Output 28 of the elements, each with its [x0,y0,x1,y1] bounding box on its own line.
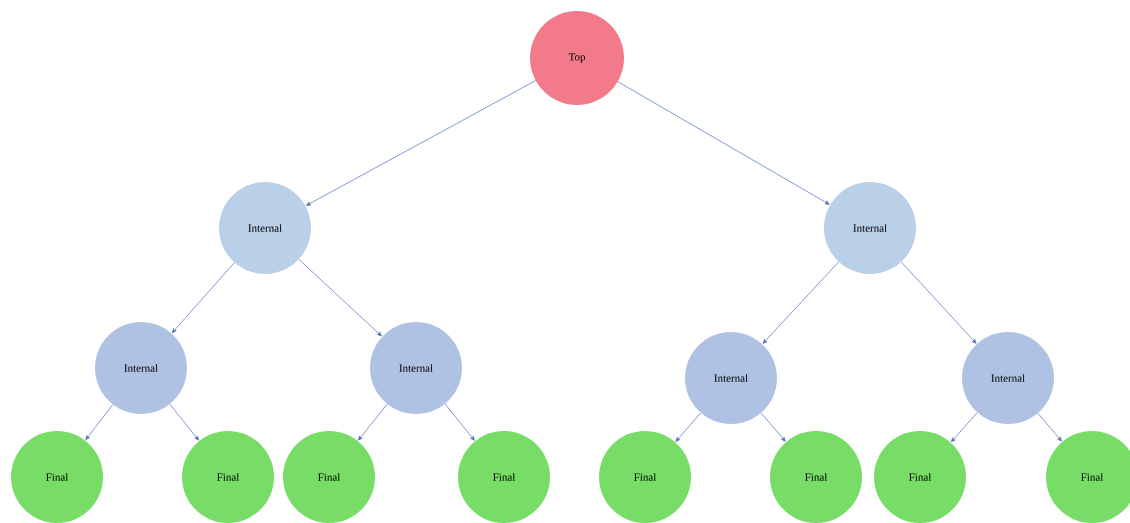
arrow [306,80,536,206]
circle-node: Internal [370,322,462,414]
circle-node: Final [283,431,375,523]
arrow [171,262,235,334]
circle-node: Final [11,431,103,523]
arrow [762,261,839,344]
circle-node: Final [182,431,274,523]
arrow [358,403,388,441]
circle-node: Final [770,431,862,523]
circle-node: Internal [824,182,916,274]
arrow [85,404,114,441]
arrow [760,412,786,442]
circle-node: Internal [219,182,311,274]
circle-node: Top [530,11,624,105]
arrow [900,261,977,344]
arrow [950,412,978,443]
arrow [298,259,382,337]
circle-node: Final [458,431,550,523]
arrow [444,403,475,441]
circle-node: Internal [685,332,777,424]
arrow [675,412,702,442]
circle-node: Internal [95,322,187,414]
circle-node: Internal [962,332,1054,424]
arrow [617,81,830,205]
arrow [1037,412,1062,442]
arrow [169,403,199,441]
circle-node: Final [599,431,691,523]
circle-node: Final [874,431,966,523]
